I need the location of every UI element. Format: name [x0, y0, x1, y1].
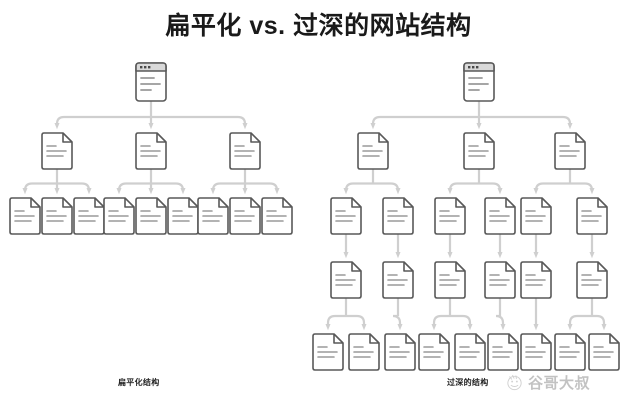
- connector-elbow: [245, 182, 280, 195]
- page-document-icon: [487, 333, 519, 371]
- page-document-icon: [554, 132, 586, 170]
- page-document-icon: [135, 132, 167, 170]
- page-document-icon: [197, 197, 229, 235]
- connector-elbow: [370, 115, 479, 130]
- page-title: 扁平化 vs. 过深的网站结构: [165, 12, 472, 40]
- connector-elbow: [570, 182, 595, 195]
- connector-elbow: [210, 182, 245, 195]
- connector-elbow: [479, 115, 573, 130]
- page-document-icon: [103, 197, 135, 235]
- page-document-icon: [9, 197, 41, 235]
- page-document-icon: [135, 197, 167, 235]
- page-document-icon: [167, 197, 199, 235]
- page-document-icon: [520, 261, 552, 299]
- page-document-icon: [229, 197, 261, 235]
- connector-elbow: [567, 314, 592, 331]
- connector-elbow: [22, 182, 57, 195]
- connector-elbow: [57, 182, 92, 195]
- page-document-icon: [484, 261, 516, 299]
- page-document-icon: [261, 197, 293, 235]
- caption-deep-structure: 过深的结构: [447, 378, 489, 387]
- browser-window-icon: [135, 62, 167, 102]
- page-document-icon: [554, 333, 586, 371]
- page-document-icon: [41, 197, 73, 235]
- connector-elbow: [346, 314, 367, 331]
- page-document-icon: [384, 333, 416, 371]
- page-document-icon: [357, 132, 389, 170]
- page-document-icon: [588, 333, 620, 371]
- page-document-icon: [434, 197, 466, 235]
- connector-elbow: [450, 314, 473, 331]
- watermark-text: 谷哥大叔: [528, 375, 591, 392]
- page-document-icon: [463, 132, 495, 170]
- connector-elbow: [479, 182, 503, 195]
- page-document-icon: [576, 261, 608, 299]
- connector-elbow: [533, 182, 570, 195]
- page-document-icon: [229, 132, 261, 170]
- connector-elbow: [54, 115, 151, 130]
- rooster-logo-icon: [507, 374, 522, 391]
- page-document-icon: [520, 333, 552, 371]
- page-document-icon: [382, 261, 414, 299]
- connector-elbow: [447, 182, 479, 195]
- browser-window-icon: [463, 62, 495, 102]
- connector-elbow: [392, 314, 403, 331]
- page-document-icon: [330, 261, 362, 299]
- page-document-icon: [576, 197, 608, 235]
- page-document-icon: [484, 197, 516, 235]
- page-document-icon: [418, 333, 450, 371]
- page-document-icon: [330, 197, 362, 235]
- connector-elbow: [151, 115, 248, 130]
- connector-elbow: [431, 314, 450, 331]
- page-document-icon: [73, 197, 105, 235]
- caption-flat-structure: 扁平化结构: [118, 378, 160, 387]
- connector-elbow: [592, 314, 607, 331]
- page-document-icon: [41, 132, 73, 170]
- page-document-icon: [312, 333, 344, 371]
- connector-elbow: [151, 182, 186, 195]
- page-document-icon: [348, 333, 380, 371]
- page-document-icon: [434, 261, 466, 299]
- page-document-icon: [520, 197, 552, 235]
- connector-elbow: [116, 182, 151, 195]
- watermark: 谷哥大叔: [505, 372, 590, 393]
- connector-elbow: [325, 314, 346, 331]
- page-document-icon: [382, 197, 414, 235]
- node-layer: [9, 62, 620, 371]
- page-document-icon: [454, 333, 486, 371]
- connector-elbow: [373, 182, 401, 195]
- connector-layer: [22, 101, 607, 331]
- connector-elbow: [343, 182, 373, 195]
- connector-elbow: [495, 314, 506, 331]
